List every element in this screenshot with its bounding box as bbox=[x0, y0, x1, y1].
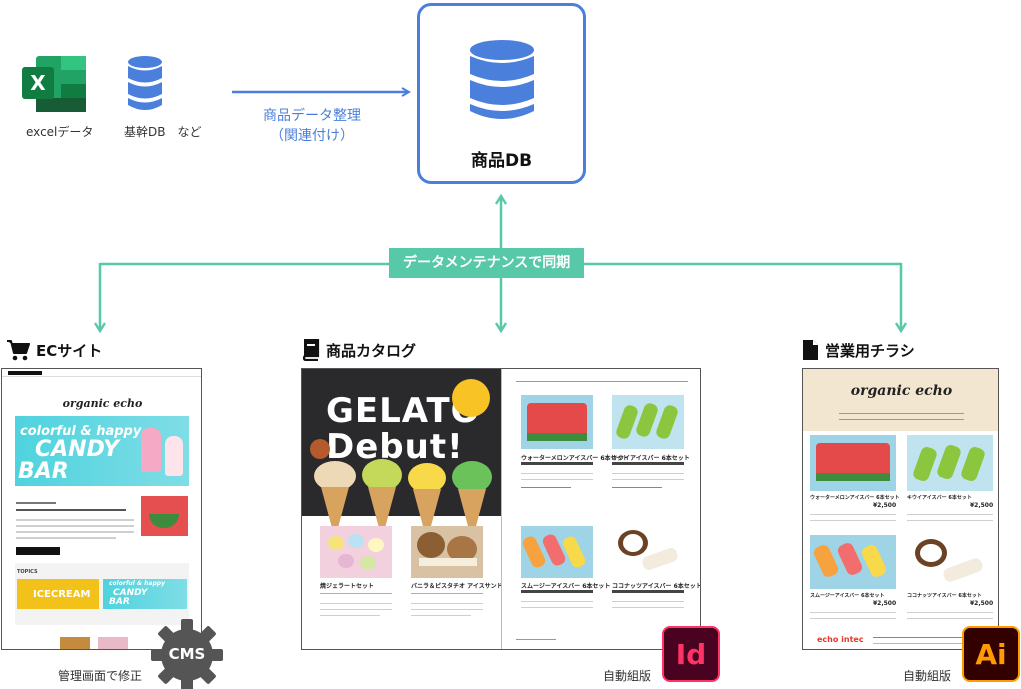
ec-mini-banner-candy-big2: BAR bbox=[109, 597, 130, 607]
catalog-product-name: ココナッツアイスバー 6本セット bbox=[612, 583, 701, 590]
catalog-macaron-photo bbox=[320, 526, 392, 578]
catalog-product-name: ウォーターメロンアイスバー 6本セット bbox=[521, 455, 629, 462]
ec-watermelon-photo bbox=[141, 496, 188, 536]
core-db-caption: 基幹DB など bbox=[124, 125, 202, 139]
flyer-product-price: ¥2,500 bbox=[873, 502, 897, 509]
ec-logo: organic echo bbox=[62, 397, 143, 410]
flyer-product-name: ウォーターメロンアイスバー 6本セット bbox=[810, 495, 900, 501]
flyer-heading: 営業用チラシ bbox=[802, 339, 915, 361]
ec-mini-banner-candy-big1: CANDY bbox=[113, 588, 148, 598]
flyer-logo: organic echo bbox=[850, 383, 953, 399]
catalog-sandwich-photo bbox=[411, 526, 483, 578]
illustrator-badge-text: Ai bbox=[975, 637, 1007, 671]
ec-banner-big2: BAR bbox=[18, 459, 69, 484]
document-icon bbox=[803, 340, 818, 360]
flyer-watermelon-photo bbox=[810, 435, 896, 491]
flyer-product-name: ココナッツアイスバー 6本セット bbox=[907, 593, 982, 599]
flyer-screenshot: organic echo ウォーターメロンアイスバー 6本セット キウイアイスバ… bbox=[802, 368, 999, 650]
product-db-title: 商品DB bbox=[470, 151, 533, 171]
excel-caption: excelデータ bbox=[26, 125, 94, 139]
flyer-product-name: スムージーアイスバー 6本セット bbox=[810, 593, 885, 599]
cms-badge-text: CMS bbox=[168, 645, 206, 663]
ec-caption: 管理画面で修正 bbox=[58, 669, 143, 683]
catalog-cover-photo: GELATO Debut! bbox=[302, 369, 501, 541]
catalog-watermelon-photo bbox=[521, 395, 593, 449]
ec-mini-banner-candy: colorful & happy CANDY BAR bbox=[103, 579, 187, 609]
ec-mini-banner-candy-small: colorful & happy bbox=[109, 580, 165, 587]
catalog-coconut-photo bbox=[612, 526, 684, 578]
flyer-header: organic echo bbox=[803, 369, 998, 431]
flyer-footer-brand: echo intec bbox=[817, 635, 864, 644]
flyer-kiwi-photo bbox=[907, 435, 993, 491]
ec-hero-banner: colorful & happy CANDY BAR bbox=[15, 416, 189, 486]
ec-mini-banner-icecream: ICECREAM bbox=[17, 579, 99, 609]
flyer-product-price: ¥2,500 bbox=[970, 600, 994, 607]
cart-icon bbox=[7, 340, 30, 361]
catalog-product-name: バニラ＆ピスタチオ アイスサンド bbox=[411, 583, 503, 590]
ec-mini-banner-icecream-text: ICECREAM bbox=[33, 589, 91, 600]
database-icon bbox=[468, 39, 536, 123]
flyer-product-price: ¥2,500 bbox=[970, 502, 994, 509]
flyer-caption: 自動組版 bbox=[903, 669, 952, 683]
excel-icon: X bbox=[22, 54, 88, 114]
cms-gear-icon: CMS bbox=[148, 616, 226, 689]
ec-banner-small: colorful & happy bbox=[20, 424, 142, 439]
catalog-screenshot: GELATO Debut! 焼ジェラートセット バニラ＆ピスタチオ アイスサンド bbox=[301, 368, 701, 650]
flyer-title: 営業用チラシ bbox=[825, 341, 915, 360]
ec-site-title: ECサイト bbox=[36, 341, 103, 360]
arrow-label: 商品データ整理 （関連付け） bbox=[250, 106, 374, 146]
flyer-smoothie-photo bbox=[810, 535, 896, 589]
catalog-title: 商品カタログ bbox=[326, 341, 417, 360]
catalog-kiwi-photo bbox=[612, 395, 684, 449]
indesign-badge-text: Id bbox=[675, 637, 707, 671]
flyer-product-price: ¥2,500 bbox=[873, 600, 897, 607]
catalog-product-name: キウイアイスバー 6本セット bbox=[612, 455, 690, 462]
arrow-label-line2: （関連付け） bbox=[270, 128, 354, 144]
ec-header-bar bbox=[2, 369, 201, 377]
catalog-caption: 自動組版 bbox=[603, 669, 652, 683]
flyer-product-name: キウイアイスバー 6本セット bbox=[907, 495, 972, 501]
book-icon bbox=[302, 339, 320, 361]
ec-site-heading: ECサイト bbox=[6, 339, 102, 361]
ec-site-screenshot: organic echo colorful & happy CANDY BAR … bbox=[1, 368, 202, 650]
flyer-coconut-photo bbox=[907, 535, 993, 589]
catalog-product-name: 焼ジェラートセット bbox=[320, 583, 375, 590]
ec-topics-label: TOPICS bbox=[17, 569, 38, 575]
illustrator-icon: Ai bbox=[962, 626, 1020, 682]
catalog-smoothie-photo bbox=[521, 526, 593, 578]
ec-banner-big1: CANDY bbox=[35, 437, 120, 462]
arrow-label-line1: 商品データ整理 bbox=[263, 108, 361, 124]
database-icon bbox=[127, 55, 163, 113]
catalog-heading: 商品カタログ bbox=[302, 339, 416, 361]
sync-label: データメンテナンスで同期 bbox=[389, 248, 585, 278]
product-db-box: 商品DB bbox=[417, 3, 586, 184]
catalog-headline-2: Debut! bbox=[326, 427, 464, 467]
indesign-icon: Id bbox=[662, 626, 720, 682]
svg-text:X: X bbox=[30, 71, 46, 95]
catalog-product-name: スムージーアイスバー 6本セット bbox=[521, 583, 611, 590]
